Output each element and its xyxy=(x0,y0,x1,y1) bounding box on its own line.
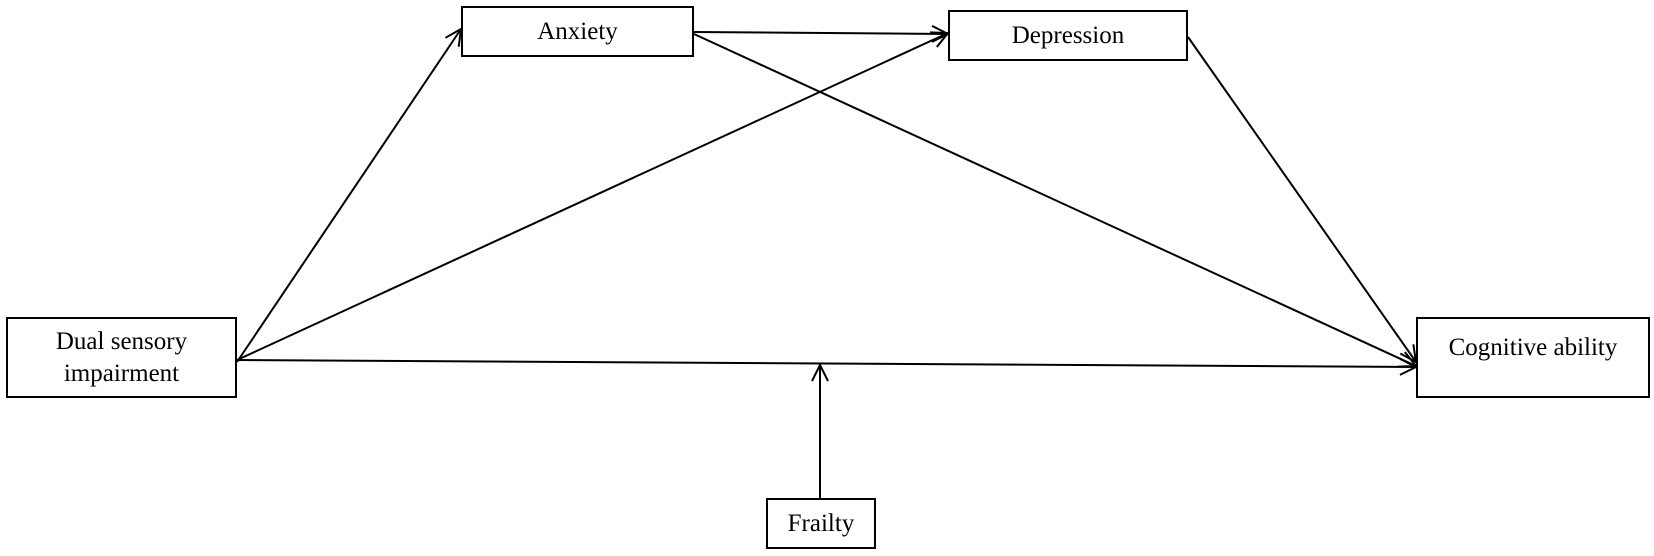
node-anxiety-label: Anxiety xyxy=(537,17,618,45)
node-cognitive-label: Cognitive ability xyxy=(1448,333,1618,361)
node-depression: Depression xyxy=(948,10,1188,61)
node-frailty: Frailty xyxy=(766,498,876,549)
edge-anxiety-to-depression xyxy=(693,32,948,34)
node-depression-label: Depression xyxy=(1011,21,1125,49)
node-cognitive-ability: Cognitive ability xyxy=(1416,317,1650,398)
node-frailty-label: Frailty xyxy=(787,509,855,537)
node-dual-sensory-label-line2: impairment xyxy=(63,359,180,387)
edge-depression-to-cognitive xyxy=(1187,36,1416,362)
edge-anxiety-to-cognitive xyxy=(693,33,1416,366)
edge-dual-sensory-to-depression xyxy=(236,33,948,361)
edge-dual-sensory-to-anxiety xyxy=(236,29,461,363)
node-dual-sensory-label-line1: Dual sensory xyxy=(55,327,188,355)
edge-dual-sensory-to-cognitive xyxy=(236,360,1416,367)
node-dual-sensory-impairment: Dual sensory impairment xyxy=(6,317,237,398)
node-anxiety: Anxiety xyxy=(461,6,694,57)
